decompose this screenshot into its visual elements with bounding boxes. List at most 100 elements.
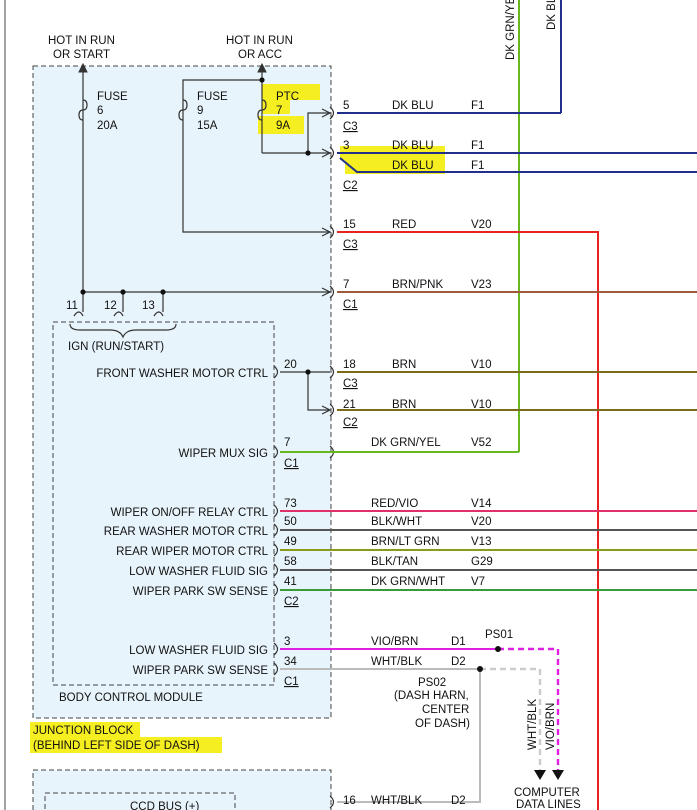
ptc-junction-dot: [305, 150, 311, 156]
bcm-title: BODY CONTROL MODULE: [59, 692, 203, 704]
power-arrow-start: [78, 62, 88, 292]
wire-red: [337, 231, 599, 810]
splice-dashed-lines: [480, 647, 560, 770]
circuit-pin: 7: [343, 279, 349, 291]
junction-block-title: JUNCTION BLOCK: [33, 725, 134, 737]
down-wht-blk-label: WHT/BLK: [527, 699, 539, 750]
circuit-code: D2: [451, 656, 466, 668]
ptc-circuit: [257, 80, 330, 154]
circuit-pin: 49: [284, 536, 297, 548]
ps01-dot: [495, 646, 501, 652]
ign-dot-3: [160, 289, 166, 295]
circuit-code: V14: [471, 498, 492, 510]
fuse-6-symbol: [78, 99, 88, 121]
ps01-label: PS01: [485, 629, 513, 641]
circuit-conn: C1: [284, 676, 299, 688]
ptc-num-highlight: [262, 100, 290, 114]
circuit-conn: C3: [343, 121, 358, 133]
circuit-wire: WHT/BLK: [371, 656, 422, 668]
circuit-conn: C1: [343, 299, 358, 311]
circuit-wire: BRN/PNK: [392, 279, 443, 291]
circuit-code: V7: [471, 576, 485, 588]
computer-data-lines-1: COMPUTER: [514, 787, 580, 799]
fuse-6-name: FUSE: [97, 91, 128, 103]
ign-pin-11: 11: [66, 300, 78, 312]
top-wire-left-label: DK GRN/YEL: [505, 0, 517, 60]
bcm-label: LOW WASHER FLUID SIG: [129, 566, 268, 578]
wire-dk-blu-c2b: [339, 157, 697, 173]
circuit-conn: C3: [343, 378, 358, 390]
wht-blk-down-arrow: [534, 770, 546, 780]
connector-marks: [321, 106, 335, 459]
ps02-label-3: CENTER: [422, 704, 469, 716]
top-wire-right-label: DK BLU: [546, 0, 558, 30]
circuit-code: V20: [471, 219, 491, 231]
fuse-9-name: FUSE: [197, 91, 228, 103]
junction-sub-highlight: [30, 737, 222, 753]
circuit-code: D1: [451, 636, 466, 648]
ptc-amp: 9A: [276, 120, 290, 132]
pin20-circuit: [273, 365, 330, 411]
circuit-wire: BRN/LT GRN: [371, 536, 440, 548]
circuit-wire: RED/VIO: [371, 498, 418, 510]
circuit-wire: DK BLU: [392, 160, 434, 172]
fuse-9-circuit: [178, 79, 330, 233]
hot-start-line2: OR START: [53, 49, 110, 61]
circuit-conn: C1: [284, 458, 299, 470]
circuit-wire: VIO/BRN: [371, 636, 418, 648]
circuit-pin: 21: [343, 399, 356, 411]
ign-pin-13: 13: [142, 300, 155, 312]
lower-inner-box: [44, 792, 236, 810]
bcm-label: WIPER ON/OFF RELAY CTRL: [111, 507, 269, 519]
ps02-label-1: PS02: [418, 677, 446, 689]
circuit-wire: DK GRN/YEL: [371, 437, 441, 449]
bcm-label: WIPER PARK SW SENSE: [133, 665, 269, 677]
bcm-label: FRONT WASHER MOTOR CTRL: [96, 368, 268, 380]
ign-label: IGN (RUN/START): [68, 341, 164, 353]
ptc-highlight: [262, 84, 320, 100]
bcm-connector-marks: [273, 445, 335, 809]
wire-wht-blk-lower: [337, 669, 481, 803]
circuit-conn: C2: [284, 596, 299, 608]
circuit-wire: BLK/TAN: [371, 556, 418, 568]
fuse-6-num: 6: [97, 105, 103, 117]
ptc-num: 7: [276, 105, 282, 117]
circuit-code: V20: [471, 516, 491, 528]
hot-acc-line1: HOT IN RUN: [226, 35, 293, 47]
circuit-pin: 50: [284, 516, 297, 528]
ign-dot-2: [120, 289, 126, 295]
ptc-name: PTC: [276, 91, 299, 103]
ps02-dot: [477, 666, 483, 672]
bcm-pin-20: 20: [284, 359, 297, 371]
down-vio-brn-label: VIO/BRN: [545, 703, 557, 750]
body-control-module-box: [52, 321, 275, 686]
circuit-pin: 73: [284, 498, 297, 510]
bcm-label: WIPER MUX SIG: [179, 448, 269, 460]
junction-label-highlight: [30, 722, 140, 737]
pin20-junction-dot: [305, 369, 311, 375]
ign-pin-12: 12: [104, 300, 117, 312]
circuit-code: V10: [471, 399, 491, 411]
ccd-bus-label: CCD BUS (+): [130, 801, 199, 810]
circuit-code: F1: [471, 160, 484, 172]
ps02-label-2: (DASH HARN,: [394, 690, 469, 702]
circuit-pin: 5: [343, 100, 349, 112]
circuit-pin: 34: [284, 656, 297, 668]
circuit-pin: 18: [343, 359, 356, 371]
circuit-pin: 3: [284, 636, 290, 648]
circuit-code: F1: [471, 100, 484, 112]
circuit-pin: 15: [343, 219, 356, 231]
bcm-label: WIPER PARK SW SENSE: [133, 586, 269, 598]
circuit-code: V23: [471, 279, 491, 291]
circuit-labels: 5 DK BLU F1 C3 3 DK BLU F1 DK BLU F1 C2 …: [284, 100, 493, 807]
circuit-wire: BLK/WHT: [371, 516, 422, 528]
hot-acc-line2: OR ACC: [238, 49, 282, 61]
junction-block-location: (BEHIND LEFT SIDE OF DASH): [33, 740, 200, 752]
circuit-wire: DK GRN/WHT: [371, 576, 445, 588]
computer-data-lines-2: DATA LINES: [516, 799, 581, 810]
circuit-code: G29: [471, 556, 493, 568]
circuit-wire: DK BLU: [392, 100, 434, 112]
circuit-wire: DK BLU: [392, 140, 434, 152]
circuit-wire: BRN: [392, 399, 416, 411]
circuit-wire: WHT/BLK: [371, 795, 422, 807]
